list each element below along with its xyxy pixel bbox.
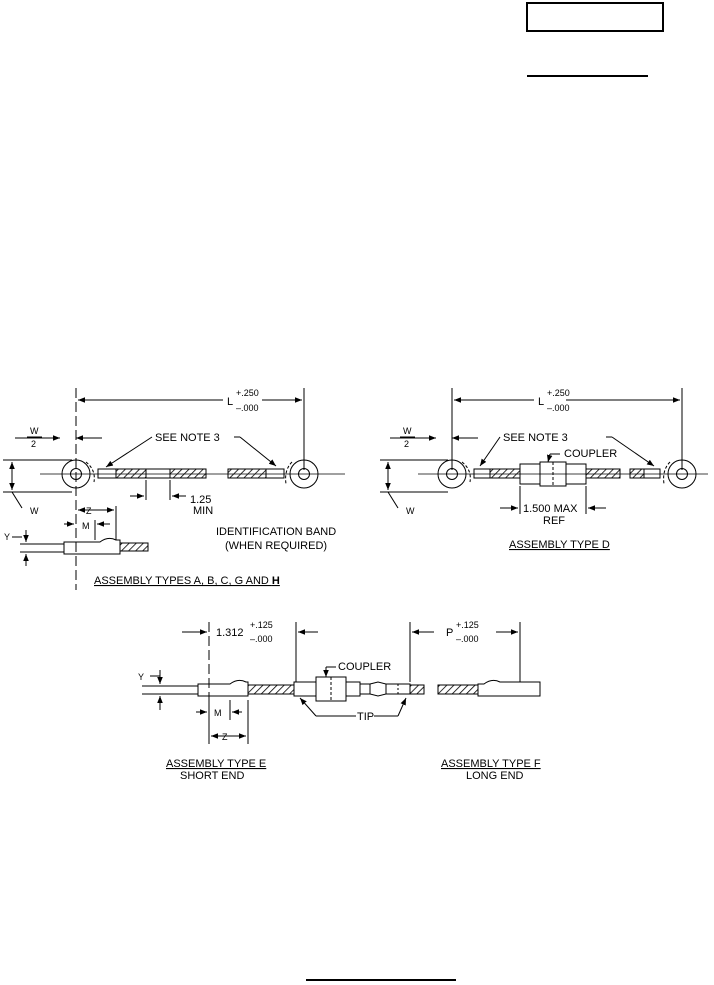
top-right-frame-box <box>526 2 664 32</box>
dim-w-label-d: W <box>406 506 415 516</box>
id-band-sub-label: (WHEN REQUIRED) <box>225 540 327 552</box>
see-note-label-d: SEE NOTE 3 <box>503 432 568 444</box>
caption-assembly-f-sub: LONG END <box>466 770 524 782</box>
tip-label: TIP <box>357 711 374 723</box>
tol-plus-125-f: +.125 <box>456 620 479 630</box>
dim-l-label: L <box>227 396 233 408</box>
w-half-num-d: W <box>403 426 412 436</box>
tol-minus-000-e: –.000 <box>250 634 273 644</box>
caption-assembly-e-sub: SHORT END <box>180 770 244 782</box>
dim-l-label-d: L <box>538 396 544 408</box>
dim-y-label: Y <box>4 532 10 542</box>
dim-p-label: P <box>446 627 453 639</box>
bottom-rule <box>306 979 456 981</box>
assembly-abcgh-labels: L +.250 –.000 W 2 W SEE NOTE 3 1.25 MIN … <box>4 388 336 587</box>
tol-plus-250-d: +.250 <box>547 388 570 398</box>
assembly-d-drawing <box>380 388 708 514</box>
dim-z-label: Z <box>86 506 92 516</box>
dim-ref-label: REF <box>543 515 565 527</box>
dim-min-label: MIN <box>193 505 213 517</box>
dim-m-label: M <box>82 521 90 531</box>
assembly-abcgh-drawing <box>3 388 345 590</box>
id-band-label: IDENTIFICATION BAND <box>216 526 336 538</box>
w-half-num: W <box>30 426 39 436</box>
dim-125-label: 1.25 <box>190 494 211 506</box>
dim-w-label: W <box>30 506 39 516</box>
tol-minus-000: –.000 <box>236 403 259 413</box>
dim-z-label-e: Z <box>222 732 228 742</box>
tol-minus-000-d: –.000 <box>547 403 570 413</box>
dim-1500-label: 1.500 MAX <box>523 503 578 515</box>
assembly-ef-drawing <box>142 622 541 744</box>
caption-assembly-abcgh: ASSEMBLY TYPES A, B, C, G AND H <box>94 575 280 587</box>
coupler-label-d: COUPLER <box>564 448 617 460</box>
dim-y-label-e: Y <box>138 672 144 682</box>
see-note-label: SEE NOTE 3 <box>155 432 220 444</box>
top-right-rule <box>527 75 648 77</box>
assembly-ef-labels: 1.312 +.125 –.000 P +.125 –.000 COUPLER … <box>138 620 541 782</box>
tol-plus-125-e: +.125 <box>250 620 273 630</box>
w-half-den-d: 2 <box>404 439 409 449</box>
assembly-d-labels: L +.250 –.000 W 2 W SEE NOTE 3 COUPLER 1… <box>400 388 617 551</box>
dim-1312-label: 1.312 <box>216 627 244 639</box>
caption-assembly-e: ASSEMBLY TYPE E <box>166 758 266 770</box>
coupler-label-e: COUPLER <box>338 661 391 673</box>
w-half-den: 2 <box>31 439 36 449</box>
tol-minus-000-f: –.000 <box>456 634 479 644</box>
caption-assembly-d: ASSEMBLY TYPE D <box>509 539 610 551</box>
tol-plus-250: +.250 <box>236 388 259 398</box>
caption-assembly-f: ASSEMBLY TYPE F <box>441 758 541 770</box>
dim-m-label-e: M <box>214 708 222 718</box>
